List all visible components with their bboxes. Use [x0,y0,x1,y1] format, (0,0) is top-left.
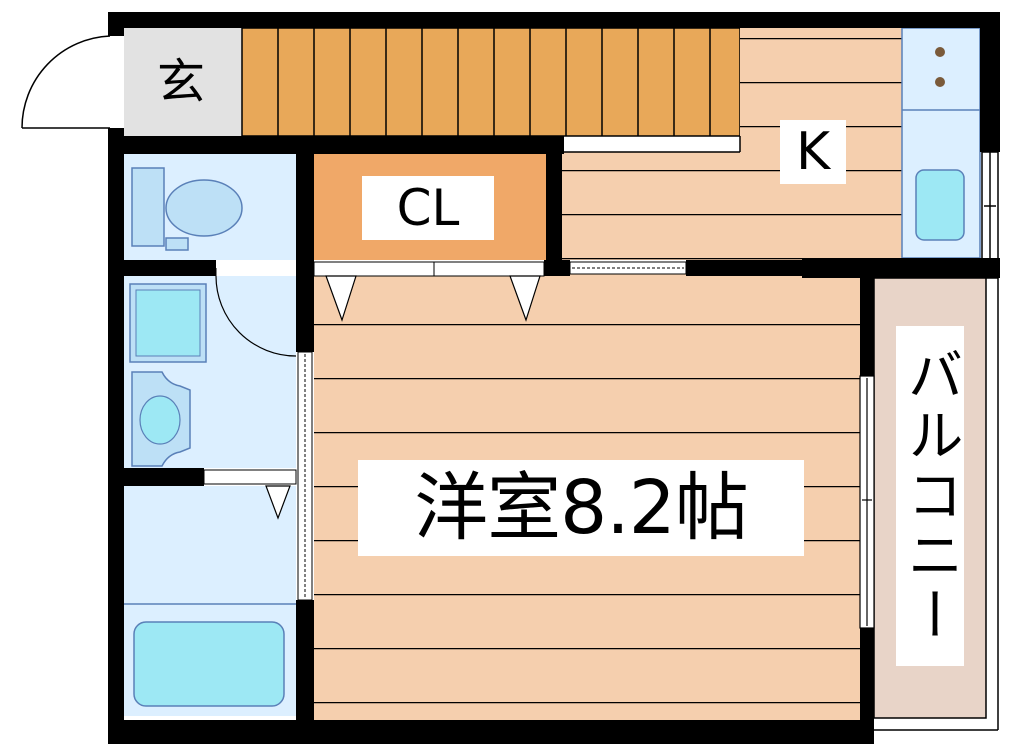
kitchen-counter [901,27,981,259]
washroom [124,268,297,468]
kitchen-window [981,151,999,261]
balcony-window [859,375,875,629]
kitchen-sliding-door [569,261,687,275]
kitchen-sink-icon [915,169,965,241]
genkan-label: 玄 [146,50,216,114]
toilet-tank-icon [131,167,165,247]
main-room-label: 洋室8.2帖 [358,460,804,556]
entry-door [21,35,111,129]
bathtub-icon [133,621,285,707]
room-sliding-door [297,351,313,601]
bathroom [124,486,296,716]
kitchen-label: K [780,120,846,184]
washroom-door [203,469,297,520]
stove-burner-icon [935,47,945,57]
closet-label: CL [362,176,494,240]
walls [108,12,1000,744]
toilet-room [124,154,296,260]
closet-doors [313,261,545,322]
staircase [241,27,741,137]
balcony-label: バルコニー [896,326,964,666]
stove-burner-icon [935,77,945,87]
toilet-bowl-icon [165,179,243,237]
